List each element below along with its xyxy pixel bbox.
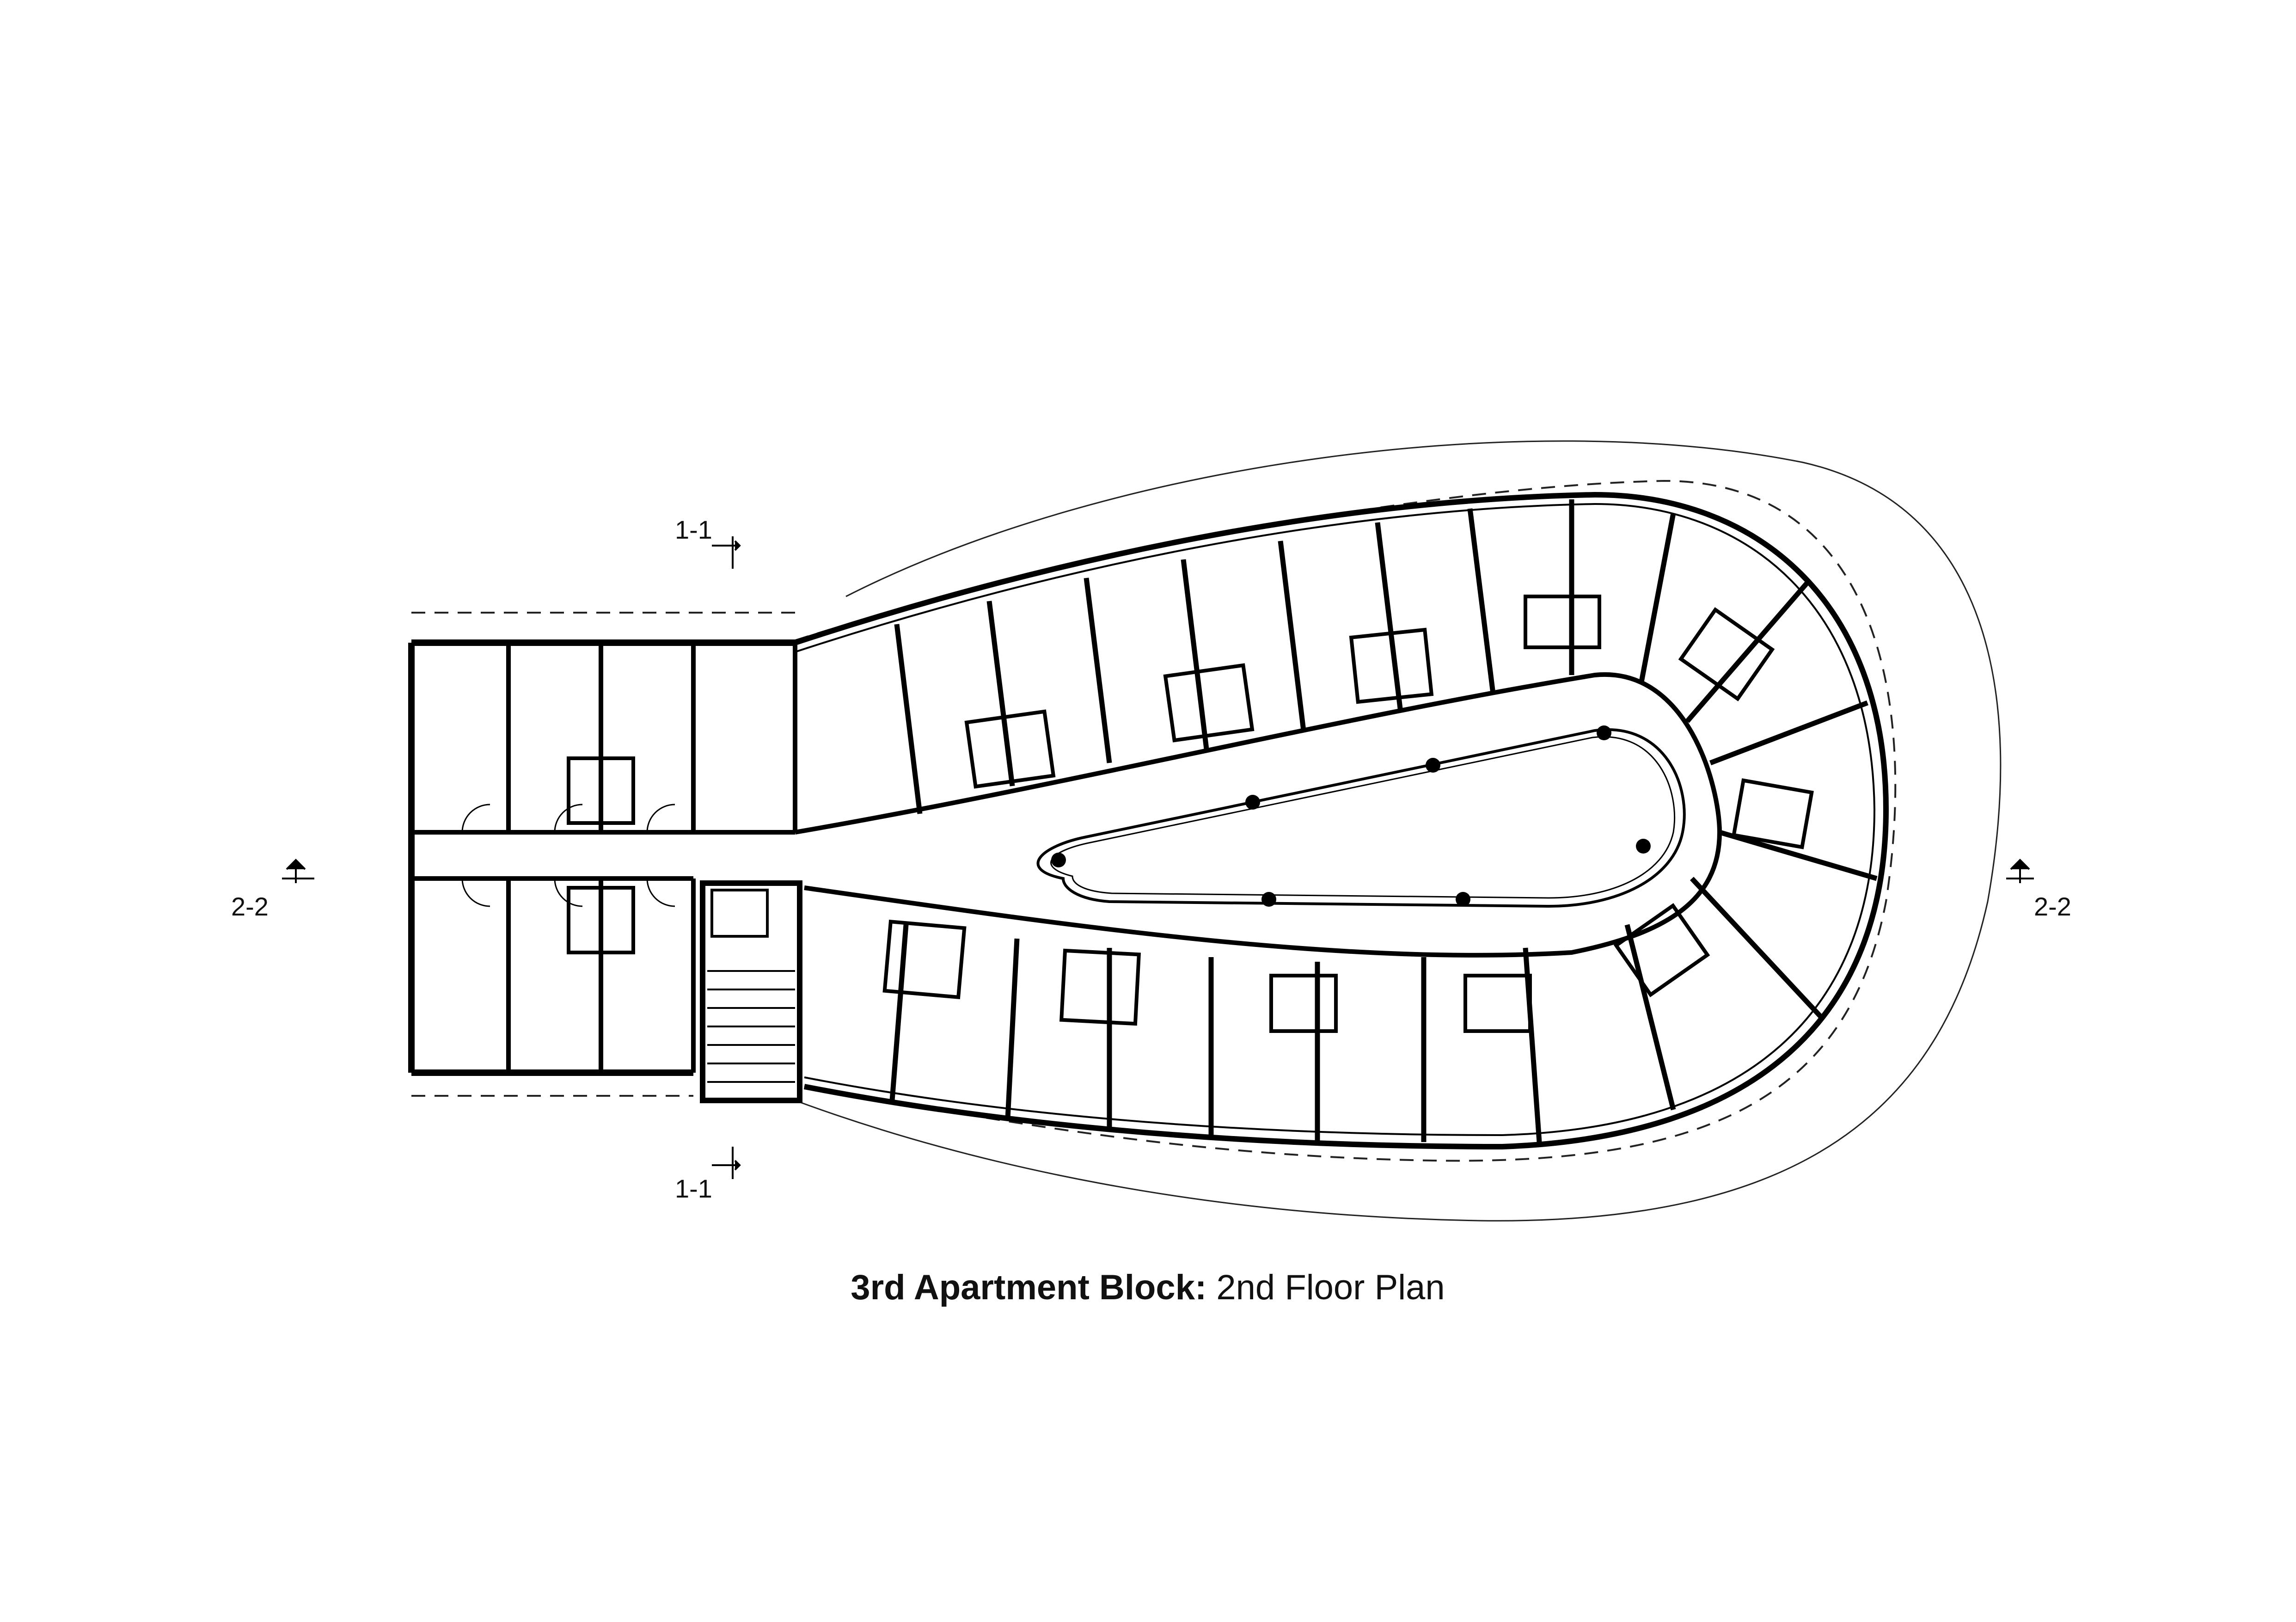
facade-windows	[444, 642, 777, 1074]
left-wing-partitions	[506, 643, 797, 1073]
column	[1456, 892, 1470, 907]
courtyard-columns	[1051, 725, 1651, 907]
outer-solid-outline	[795, 440, 2002, 1222]
loop-partitions-top	[894, 499, 1868, 814]
column	[1051, 853, 1066, 867]
section-label-left: 2-2	[231, 892, 269, 921]
section-marker-left	[282, 859, 314, 883]
stair-core	[700, 880, 802, 1103]
section-label-top: 1-1	[675, 515, 712, 544]
loop-outer-wall-top	[794, 492, 1889, 1150]
column	[1245, 795, 1260, 810]
plan-title-regular: 2nd Floor Plan	[1206, 1268, 1445, 1307]
column	[1597, 725, 1611, 740]
loop-partitions-bottom	[889, 829, 1878, 1143]
courtyard-void-inner	[1050, 736, 1676, 899]
elevator-shaft	[710, 889, 769, 938]
left-wing-corridor-walls	[411, 830, 795, 881]
plan-title: 3rd Apartment Block: 2nd Floor Plan	[851, 1268, 1445, 1307]
loop-corridor-wall-outer	[795, 672, 1722, 958]
column	[1261, 892, 1276, 907]
outer-dashed-outline	[795, 479, 1897, 1162]
building-walls	[408, 492, 1889, 1150]
door-swings	[461, 804, 675, 907]
section-marker-top	[712, 536, 741, 569]
column	[1636, 839, 1651, 854]
section-label-right: 2-2	[2034, 892, 2071, 921]
bathroom-pods	[567, 595, 1814, 1033]
plan-title-bold: 3rd Apartment Block:	[851, 1268, 1206, 1307]
stair-treads	[707, 970, 795, 1083]
section-label-bottom: 1-1	[675, 1174, 712, 1203]
loop-outer-wall-inner-line	[795, 503, 1876, 1137]
courtyard-void	[1036, 728, 1686, 908]
column	[1426, 758, 1440, 773]
section-marker-bottom	[712, 1147, 741, 1179]
section-marker-right	[2006, 859, 2034, 883]
